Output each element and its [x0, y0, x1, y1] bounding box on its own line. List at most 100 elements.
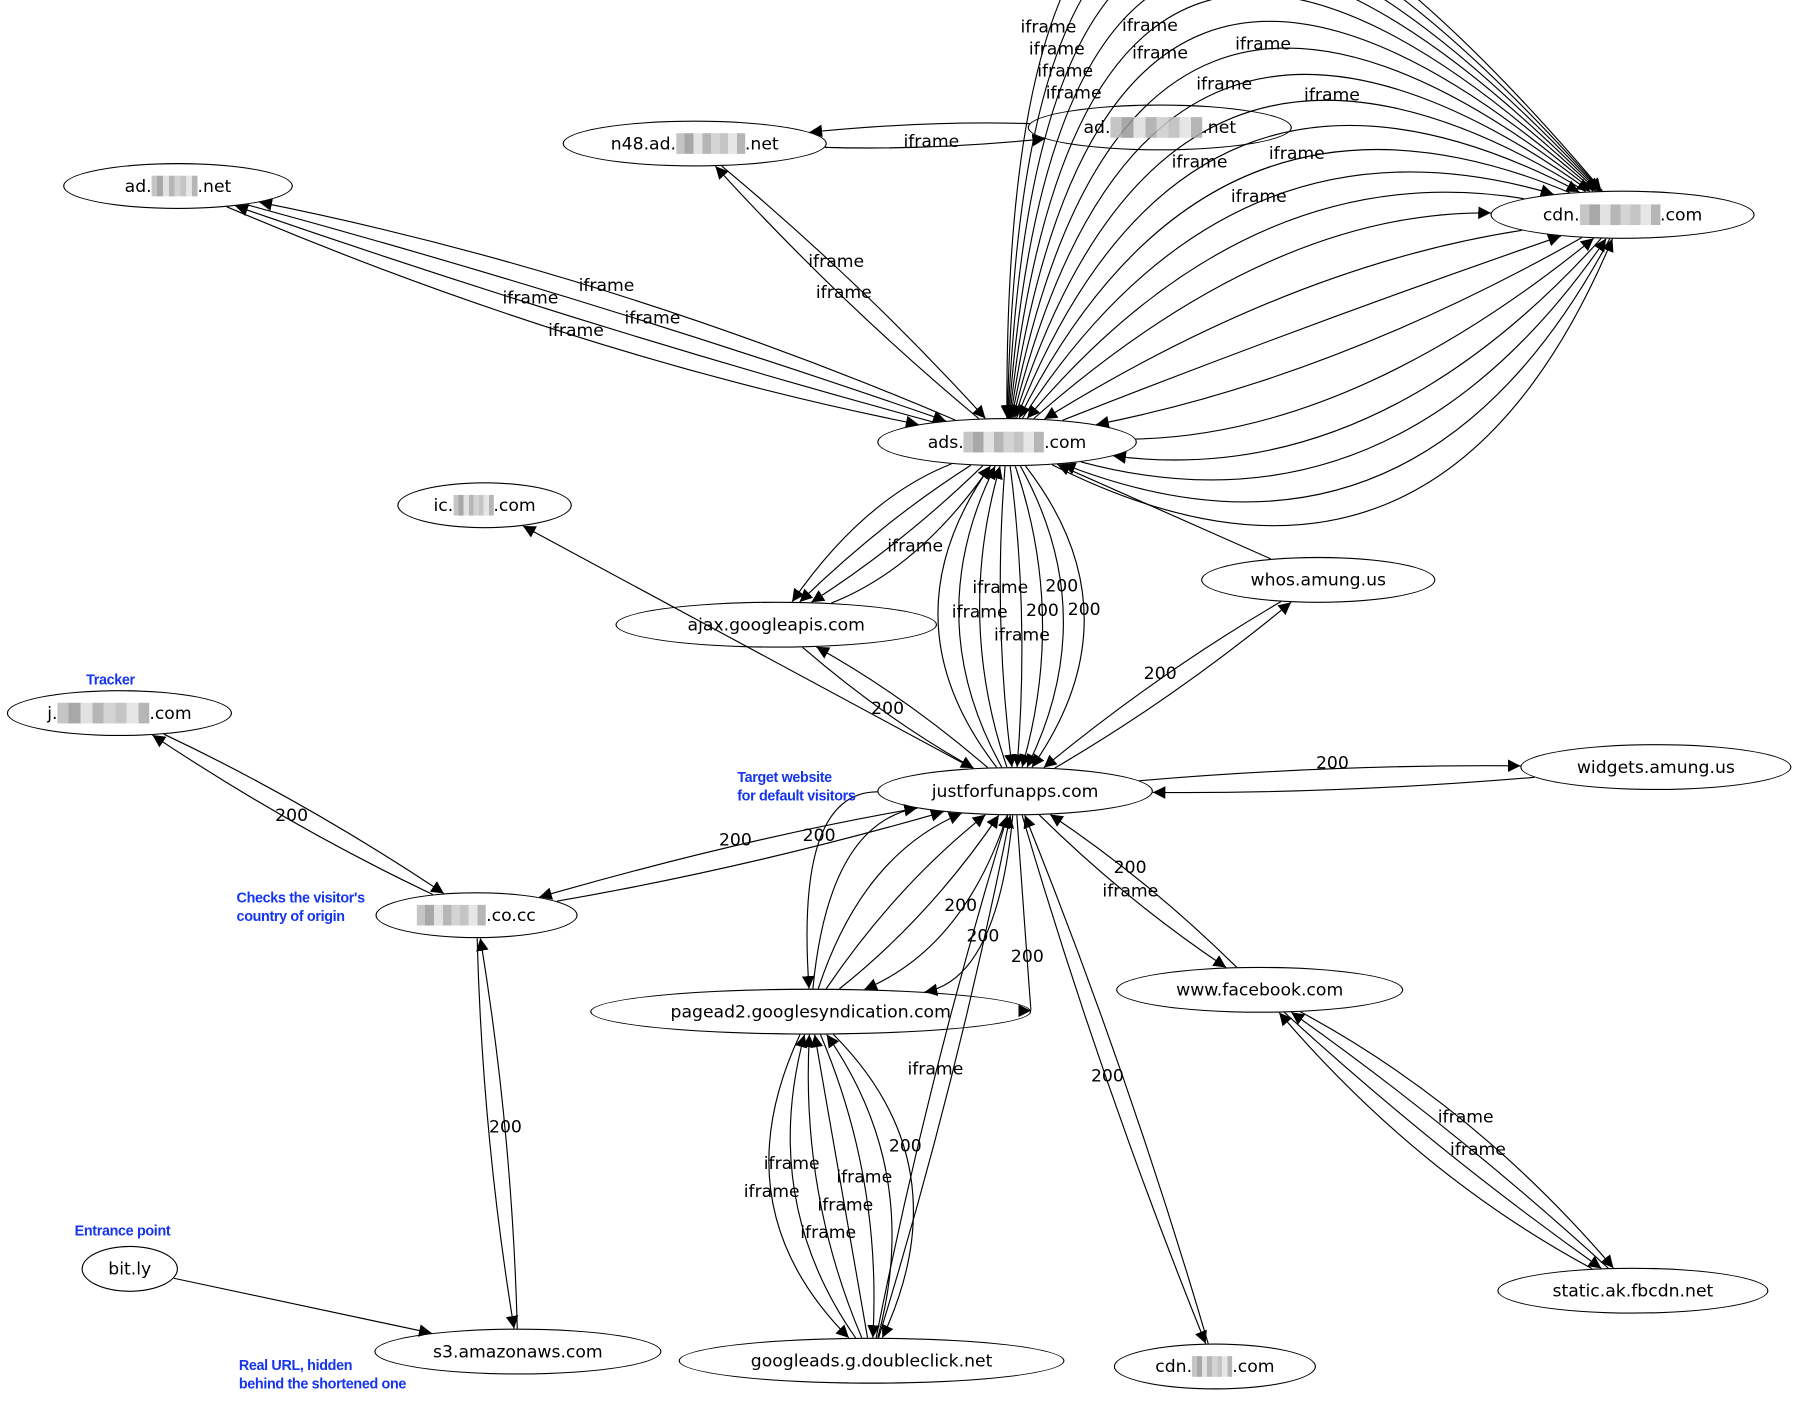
node-label: googleads.g.doubleclick.net: [750, 1350, 993, 1372]
edge-label: iframe: [972, 578, 1028, 598]
edge-label: iframe: [836, 1168, 892, 1188]
annotation-line: Target website: [737, 769, 832, 786]
node-ads[interactable]: ads..com: [877, 417, 1137, 467]
edge-ads-to-jff: [1025, 465, 1085, 768]
edge-label: iframe: [1438, 1108, 1494, 1128]
edge-ads-to-jff: [999, 466, 1017, 768]
node-static[interactable]: static.ak.fbcdn.net: [1497, 1267, 1769, 1314]
node-label-suffix: .net: [197, 175, 232, 197]
edge-jff-to-pagead: [924, 815, 1014, 997]
annotation-line: Real URL, hidden: [238, 1357, 353, 1374]
edge-label: iframe: [1235, 34, 1291, 54]
edge-label: iframe: [907, 1059, 963, 1079]
annotation-line: behind the shortened one: [238, 1375, 407, 1392]
edge-ads-to-cdn1: [1080, 238, 1607, 481]
node-label: widgets.amung.us: [1576, 756, 1735, 778]
node-label: cdn.: [1155, 1356, 1193, 1377]
redacted-block: [1579, 204, 1660, 226]
edge-whos-to-jff: [1043, 601, 1282, 769]
edge-label: 200: [1068, 600, 1101, 620]
node-ajax[interactable]: ajax.googleapis.com: [615, 601, 938, 648]
edge-ajax-to-ads: [831, 465, 991, 604]
edge-fb-to-static: [1284, 1012, 1602, 1269]
edge-label: iframe: [1020, 17, 1076, 37]
edge-bitly-to-s3: [173, 1277, 432, 1337]
edge-pagead-to-jff: [825, 814, 986, 990]
edge-googleads-to-pagead: [826, 1034, 893, 1338]
edge-label: iframe: [816, 283, 872, 303]
edge-label: iframe: [903, 132, 959, 152]
redacted-block: [963, 431, 1045, 453]
node-pagead[interactable]: pagead2.googlesyndication.com: [590, 988, 1032, 1035]
annotation-line: country of origin: [236, 908, 346, 925]
edge-static-to-fb: [1278, 1012, 1593, 1270]
node-label: pagead2.googlesyndication.com: [670, 1001, 951, 1022]
node-cdn2[interactable]: cdn. .com: [1113, 1343, 1316, 1390]
node-j[interactable]: j..com: [6, 690, 232, 737]
edge-googleads-to-pagead: [802, 1034, 863, 1339]
node-label: ad.: [1083, 117, 1111, 138]
edge-label: iframe: [548, 321, 604, 341]
node-label: justforfunapps.com: [931, 780, 1099, 802]
node-ic[interactable]: ic..com: [397, 482, 572, 529]
edge-label: iframe: [1304, 85, 1360, 105]
edge-jff-to-ads: [979, 466, 1008, 768]
redacted-block: [1192, 1356, 1233, 1377]
node-googleads[interactable]: googleads.g.doubleclick.net: [678, 1337, 1065, 1384]
node-label: www.facebook.com: [1176, 979, 1344, 1001]
edge-static-to-fb: [1290, 1011, 1609, 1269]
edge-label: iframe: [1029, 39, 1085, 59]
edge-ads-to-cdn1: [1016, 124, 1580, 419]
node-n48[interactable]: n48.ad..net: [562, 120, 827, 167]
edge-label: 200: [719, 831, 752, 851]
edge-ads-to-ajax: [799, 464, 972, 603]
node-label-suffix: .com: [1044, 431, 1087, 453]
edge-ajax-to-jff: [802, 646, 974, 769]
edge-ads-to-adnet1: [259, 198, 956, 421]
node-jff[interactable]: justforfunapps.com: [877, 767, 1153, 816]
edge-ads-to-cdn1: [1006, 0, 1602, 418]
edge-cocc-to-jff: [556, 809, 944, 902]
edge-label: iframe: [994, 625, 1050, 645]
edge-label: 200: [1091, 1067, 1124, 1087]
node-label: ajax.googleapis.com: [687, 614, 865, 636]
edge-adnet1-to-ads: [226, 206, 919, 429]
edge-label: iframe: [808, 252, 864, 272]
edge-label: iframe: [744, 1182, 800, 1202]
edge-adnet1-to-ads: [245, 203, 946, 423]
edge-label: iframe: [502, 289, 558, 309]
edge-label: iframe: [1037, 62, 1093, 82]
node-label-suffix: .com: [493, 494, 536, 516]
node-bitly[interactable]: bit.ly: [81, 1245, 178, 1292]
edge-ads-to-ajax: [791, 463, 952, 603]
node-fb[interactable]: www.facebook.com: [1116, 966, 1404, 1013]
edge-label: 200: [489, 1118, 522, 1138]
edge-jff-to-ads: [958, 465, 1003, 768]
edge-ads-to-adnet1: [235, 204, 934, 423]
redacted-block: [676, 133, 745, 154]
edge-cdn1-to-ads: [1044, 229, 1522, 420]
edge-label: iframe: [1269, 144, 1325, 164]
edge-ads-to-jff: [1009, 466, 1025, 768]
node-whos[interactable]: whos.amung.us: [1201, 556, 1436, 603]
node-s3[interactable]: s3.amazonaws.com: [374, 1328, 662, 1375]
edge-jff-to-pagead: [801, 791, 878, 989]
edge-j-to-cocc: [163, 733, 445, 894]
edge-jff-to-ic: [522, 525, 973, 769]
edge-ads-to-cdn1: [1062, 234, 1562, 421]
edge-jff-to-cdn2: [1021, 815, 1207, 1344]
node-label-suffix: .com: [1232, 1356, 1275, 1377]
edge-jff-to-cocc: [539, 807, 918, 900]
edge-label: 200: [871, 699, 904, 719]
edge-label: iframe: [1450, 1140, 1506, 1160]
edge-ads-to-cdn1: [1033, 206, 1491, 419]
edge-jff-to-pagead: [1016, 815, 1032, 1012]
node-adnet2[interactable]: ad..net: [1027, 104, 1292, 151]
node-label: cdn.: [1542, 204, 1580, 226]
node-cocc[interactable]: .co.cc: [375, 892, 578, 939]
node-adnet1[interactable]: ad..net: [63, 163, 293, 209]
node-widgets[interactable]: widgets.amung.us: [1520, 744, 1792, 791]
node-cdn1[interactable]: cdn..com: [1490, 190, 1755, 239]
edge-label: iframe: [817, 1195, 873, 1215]
